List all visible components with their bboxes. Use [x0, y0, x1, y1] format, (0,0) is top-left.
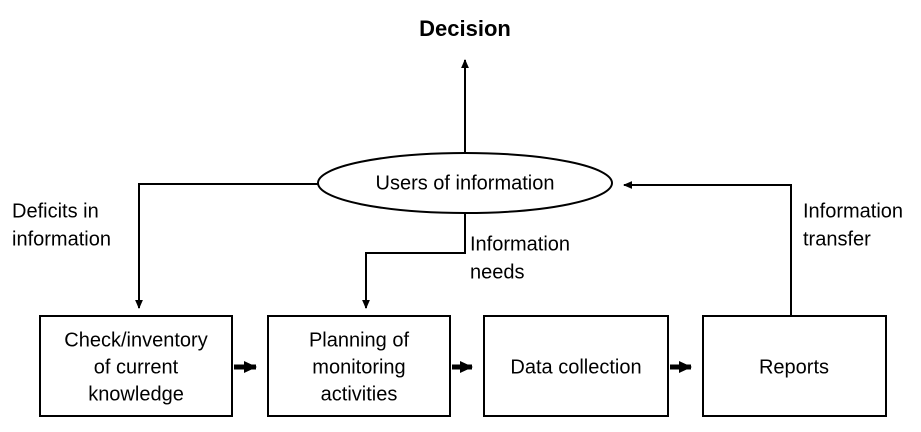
- node-reports-label: Reports: [759, 356, 829, 378]
- arrow-users-to-planning: [362, 213, 466, 309]
- node-users-of-information[interactable]: [317, 152, 613, 214]
- edge-label-needs-line2: needs: [470, 261, 525, 283]
- node-data-collection-label: Data collection: [510, 356, 641, 378]
- edge-label-needs-line1: Information: [470, 233, 570, 255]
- node-check-label-line3: knowledge: [88, 383, 184, 405]
- edge-label-deficits-line1: Deficits in: [12, 200, 99, 222]
- edge-label-deficits-line2: information: [12, 228, 111, 250]
- arrow-users-to-check: [135, 183, 318, 309]
- arrow-reports-to-users: [623, 181, 792, 316]
- node-check-inventory[interactable]: [39, 315, 233, 417]
- node-data-collection[interactable]: [483, 315, 669, 417]
- edge-label-transfer-line1: Information: [803, 200, 903, 222]
- node-planning-label-line1: Planning of: [309, 329, 410, 351]
- edge-label-transfer-line2: transfer: [803, 228, 871, 250]
- node-check-label-line2: of current: [94, 356, 179, 378]
- node-planning-label-line3: activities: [321, 383, 398, 405]
- node-users-label: Users of information: [376, 172, 555, 194]
- node-check-label-line1: Check/inventory: [64, 329, 207, 351]
- node-reports[interactable]: [702, 315, 887, 417]
- node-planning-label-line2: monitoring: [312, 356, 405, 378]
- node-planning-monitoring[interactable]: [267, 315, 451, 417]
- page-title: Decision: [419, 16, 511, 41]
